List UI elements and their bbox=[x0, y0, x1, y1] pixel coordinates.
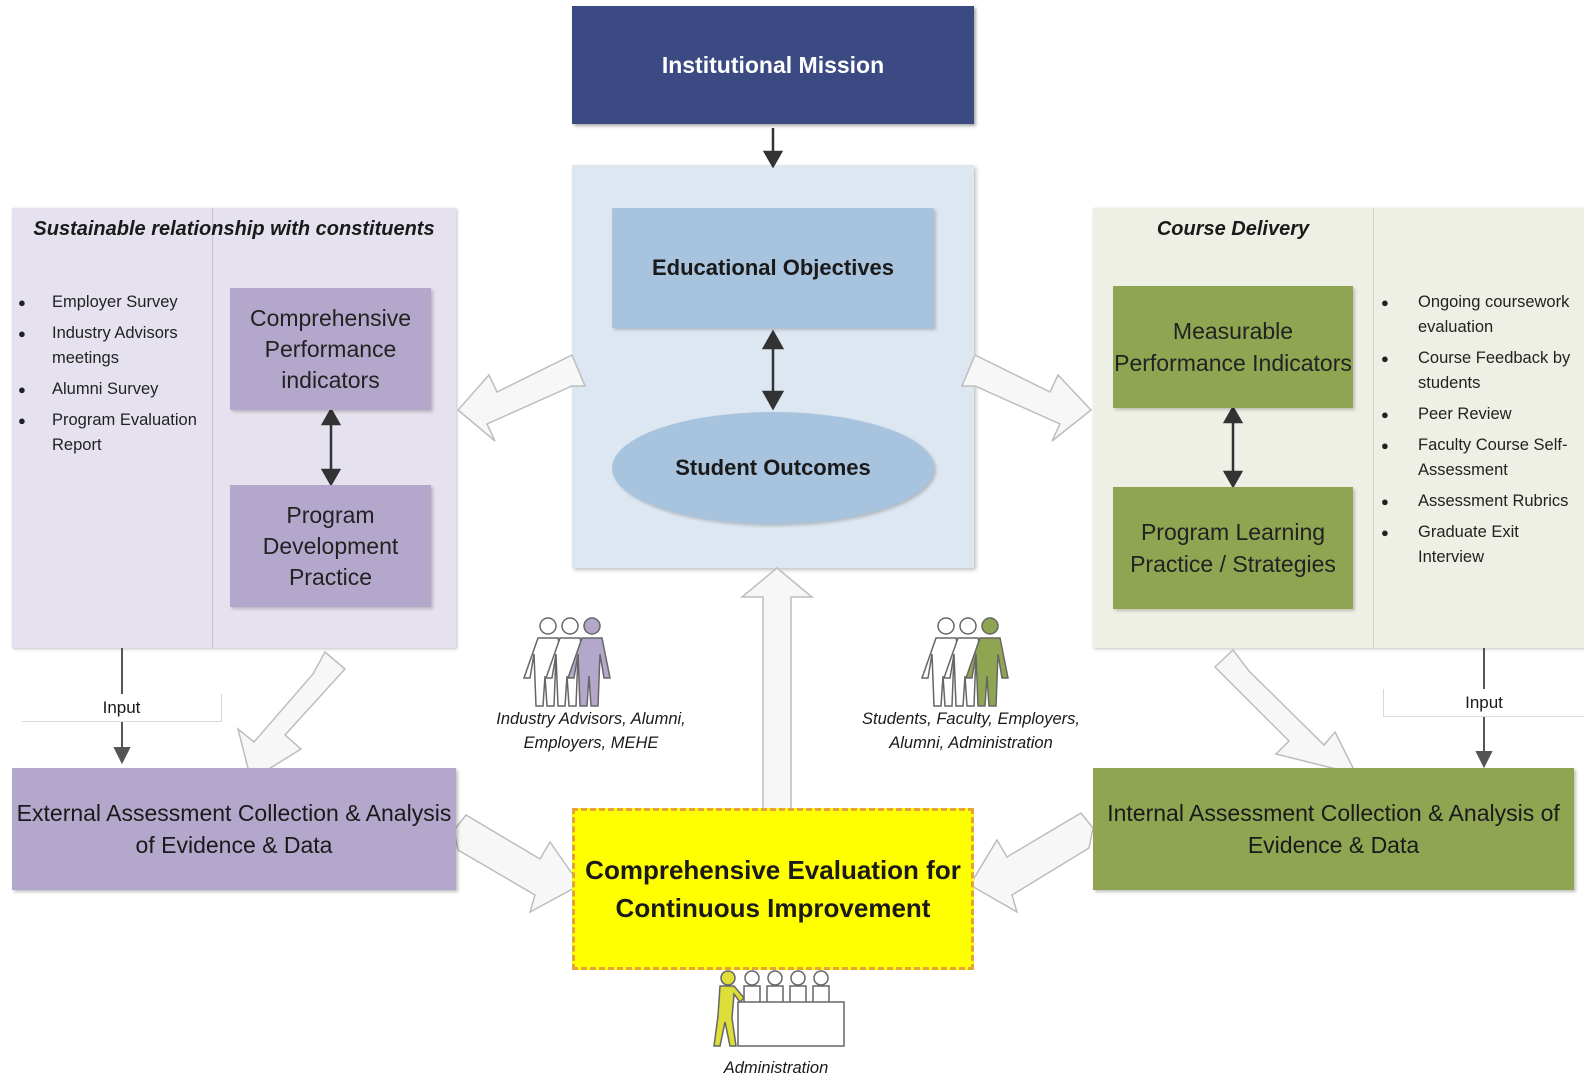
list-item: Program Evaluation Report bbox=[12, 408, 212, 458]
performance-indicators-box: Comprehensive Performance indicators bbox=[230, 288, 431, 410]
internal-assessment-box: Internal Assessment Collection & Analysi… bbox=[1093, 768, 1574, 890]
list-item: Assessment Rubrics bbox=[1375, 489, 1584, 514]
list-item: Employer Survey bbox=[12, 290, 212, 315]
constituents-list: Employer Survey Industry Advisors meetin… bbox=[12, 290, 212, 464]
meeting-table-icon bbox=[713, 970, 845, 1047]
arrow-mission-down bbox=[762, 150, 784, 169]
educational-objectives-box: Educational Objectives bbox=[612, 208, 934, 328]
mission-label: Institutional Mission bbox=[661, 51, 885, 78]
internal-assessment-label: Internal Assessment Collection & Analysi… bbox=[1107, 800, 1560, 858]
arrow-to-external bbox=[236, 650, 347, 782]
student-outcomes-ellipse: Student Outcomes bbox=[612, 412, 934, 524]
input-label-left: Input bbox=[22, 694, 222, 722]
arrow-to-right-panel bbox=[960, 353, 1093, 442]
objectives-label: Educational Objectives bbox=[651, 255, 895, 280]
external-assessment-label: External Assessment Collection & Analysi… bbox=[16, 800, 452, 858]
course-delivery-list: Ongoing coursework evaluation Course Fee… bbox=[1375, 290, 1584, 576]
institutional-mission-box: Institutional Mission bbox=[572, 6, 974, 124]
people-group-purple-icon bbox=[522, 617, 611, 707]
panel-divider bbox=[1373, 208, 1374, 648]
measurable-indicators-label: Measurable Performance Indicators bbox=[1114, 318, 1352, 376]
measurable-indicators-box: Measurable Performance Indicators bbox=[1113, 286, 1353, 408]
course-delivery-title: Course Delivery bbox=[1156, 217, 1310, 240]
constituents-caption: Industry Advisors, Alumni, Employers, ME… bbox=[496, 710, 686, 752]
list-item: Ongoing coursework evaluation bbox=[1375, 290, 1584, 340]
performance-indicators-label: Comprehensive Performance indicators bbox=[249, 304, 412, 393]
program-development-box: Program Development Practice bbox=[230, 485, 431, 607]
arrow-to-internal bbox=[1213, 648, 1358, 776]
panel-divider bbox=[212, 208, 213, 648]
arrow-input-right bbox=[1475, 751, 1493, 769]
arrow-input-left bbox=[113, 747, 131, 765]
arrow-to-left-panel bbox=[456, 353, 587, 442]
constituents-title: Sustainable relationship with constituen… bbox=[33, 217, 435, 240]
arrow-ext-to-eval bbox=[453, 814, 582, 914]
people-group-green-icon bbox=[920, 617, 1009, 707]
learning-practice-label: Program Learning Practice / Strategies bbox=[1130, 519, 1336, 577]
comprehensive-evaluation-box: Comprehensive Evaluation for Continuous … bbox=[572, 808, 974, 970]
list-item: Peer Review bbox=[1375, 402, 1584, 427]
program-development-label: Program Development Practice bbox=[262, 501, 399, 590]
arrow-eval-to-center bbox=[739, 567, 815, 819]
list-item: Faculty Course Self-Assessment bbox=[1375, 433, 1584, 483]
stakeholders-caption: Students, Faculty, Employers, Alumni, Ad… bbox=[862, 710, 1080, 752]
list-item: Alumni Survey bbox=[12, 377, 212, 402]
list-item: Industry Advisors meetings bbox=[12, 321, 212, 371]
list-item: Graduate Exit Interview bbox=[1375, 520, 1584, 570]
learning-practice-box: Program Learning Practice / Strategies bbox=[1113, 487, 1353, 609]
list-item: Course Feedback by students bbox=[1375, 346, 1584, 396]
arrow-int-to-eval bbox=[968, 812, 1094, 914]
outcomes-label: Student Outcomes bbox=[675, 455, 871, 480]
external-assessment-box: External Assessment Collection & Analysi… bbox=[12, 768, 456, 890]
evaluation-label: Comprehensive Evaluation for Continuous … bbox=[585, 855, 961, 923]
input-label-right: Input bbox=[1383, 689, 1584, 717]
administration-caption: Administration bbox=[723, 1059, 829, 1077]
